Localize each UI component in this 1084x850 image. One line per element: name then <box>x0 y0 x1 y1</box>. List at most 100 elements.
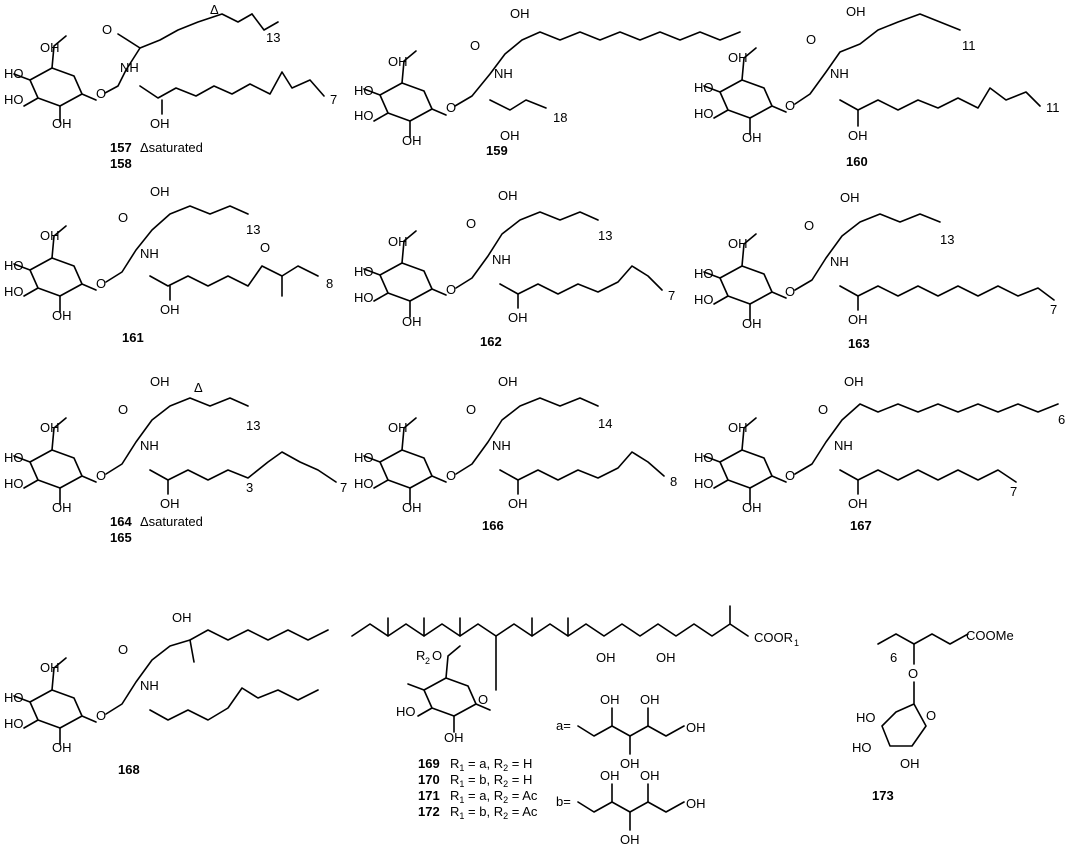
compound-number: 160 <box>846 154 868 169</box>
compound-number: 157 <box>110 140 132 155</box>
oh-label: OH <box>508 310 528 325</box>
nh-label: NH <box>140 246 159 261</box>
o-label: O <box>818 402 828 417</box>
oh-label: OH <box>40 228 60 243</box>
compound-number: 163 <box>848 336 870 351</box>
oh-label: OH <box>172 610 192 625</box>
oh-label: OH <box>840 190 860 205</box>
ho-label: HO <box>4 92 24 107</box>
oh-label: OH <box>848 312 868 327</box>
nh-label: NH <box>140 678 159 693</box>
compound-number: 173 <box>872 788 894 803</box>
compound-173-structure: 6 COOMe O HO HO OH O 173 <box>852 628 1014 803</box>
compound-number: 159 <box>486 143 508 158</box>
o-label: O <box>785 468 795 483</box>
o-label: O <box>96 468 106 483</box>
coor-label: COOR <box>754 630 793 645</box>
o-label: O <box>118 210 128 225</box>
ho-label: HO <box>354 108 374 123</box>
nh-label: NH <box>834 438 853 453</box>
compound-168-structure: OH HO HO OH O O OH NH 168 <box>4 610 329 777</box>
delta-saturated-note: Δsaturated <box>140 514 203 529</box>
repeat-count: 7 <box>340 480 347 495</box>
o-label: O <box>96 276 106 291</box>
ho-label: HO <box>354 264 374 279</box>
ho-label: HO <box>396 704 416 719</box>
r-legend-172: R1 = b, R2 = Ac <box>450 804 538 821</box>
o-label: O <box>118 402 128 417</box>
ho-label: HO <box>354 290 374 305</box>
oh-label: OH <box>640 692 660 707</box>
oh-label: OH <box>510 6 530 21</box>
oh-label: OH <box>600 768 620 783</box>
nh-label: NH <box>140 438 159 453</box>
o-label: O <box>118 642 128 657</box>
oh-label: OH <box>52 116 72 131</box>
compound-number: 158 <box>110 156 132 171</box>
ho-label: HO <box>694 266 714 281</box>
repeat-count: 13 <box>246 418 260 433</box>
o-label: O <box>96 86 106 101</box>
compound-number: 164 <box>110 514 132 529</box>
oh-label: OH <box>596 650 616 665</box>
ho-label: HO <box>852 740 872 755</box>
oh-label: OH <box>444 730 464 745</box>
o-label: O <box>446 282 456 297</box>
r-legend-170: R1 = b, R2 = H <box>450 772 532 789</box>
o-label: O <box>908 666 918 681</box>
oh-label: OH <box>508 496 528 511</box>
repeat-count: 13 <box>246 222 260 237</box>
oh-label: OH <box>388 420 408 435</box>
o-label: O <box>806 32 816 47</box>
r2o-subscript: 2 <box>425 656 430 666</box>
oh-label: OH <box>640 768 660 783</box>
repeat-count: 3 <box>246 480 253 495</box>
ho-label: HO <box>4 476 24 491</box>
compound-169-172-structure: COOR 1 OH OH R 2 O HO OH O 169 170 171 1… <box>351 605 799 847</box>
delta-label: Δ <box>194 380 203 395</box>
repeat-count: 7 <box>1050 302 1057 317</box>
repeat-count: 8 <box>670 474 677 489</box>
o-label: O <box>96 708 106 723</box>
compound-number: 162 <box>480 334 502 349</box>
oh-label: OH <box>498 374 518 389</box>
nh-label: NH <box>494 66 513 81</box>
delta-label: Δ <box>210 2 219 17</box>
nh-label: NH <box>120 60 139 75</box>
compound-number: 167 <box>850 518 872 533</box>
compound-167-structure: OH HO HO OH O O OH NH 6 OH 7 167 <box>694 374 1065 533</box>
o-label: O <box>804 218 814 233</box>
oh-label: OH <box>402 500 422 515</box>
o-label: O <box>102 22 112 37</box>
oh-label: OH <box>150 374 170 389</box>
oh-label: OH <box>402 133 422 148</box>
oh-label: OH <box>844 374 864 389</box>
compound-number: 172 <box>418 804 440 819</box>
ho-label: HO <box>694 106 714 121</box>
repeat-count: 7 <box>668 288 675 303</box>
compound-number: 161 <box>122 330 144 345</box>
oh-label: OH <box>848 496 868 511</box>
r2o-label: R <box>416 648 425 663</box>
ho-label: HO <box>4 450 24 465</box>
delta-saturated-note: Δsaturated <box>140 140 203 155</box>
nh-label: NH <box>830 254 849 269</box>
oh-label: OH <box>150 184 170 199</box>
o-label: O <box>260 240 270 255</box>
o-label: O <box>478 692 488 707</box>
repeat-count: 14 <box>598 416 612 431</box>
ho-label: HO <box>354 450 374 465</box>
o-label: O <box>785 98 795 113</box>
o-label: O <box>926 708 936 723</box>
compound-159-structure: OH HO HO OH O O OH NH OH 18 159 <box>354 6 741 158</box>
repeat-count: 13 <box>266 30 280 45</box>
nh-label: NH <box>830 66 849 81</box>
repeat-count: 7 <box>1010 484 1017 499</box>
o-label: O <box>446 468 456 483</box>
ho-label: HO <box>4 258 24 273</box>
ho-label: HO <box>4 284 24 299</box>
oh-label: OH <box>52 308 72 323</box>
ho-label: HO <box>354 476 374 491</box>
compound-160-structure: OH HO HO OH O O OH NH 11 OH 11 160 <box>694 4 1060 169</box>
